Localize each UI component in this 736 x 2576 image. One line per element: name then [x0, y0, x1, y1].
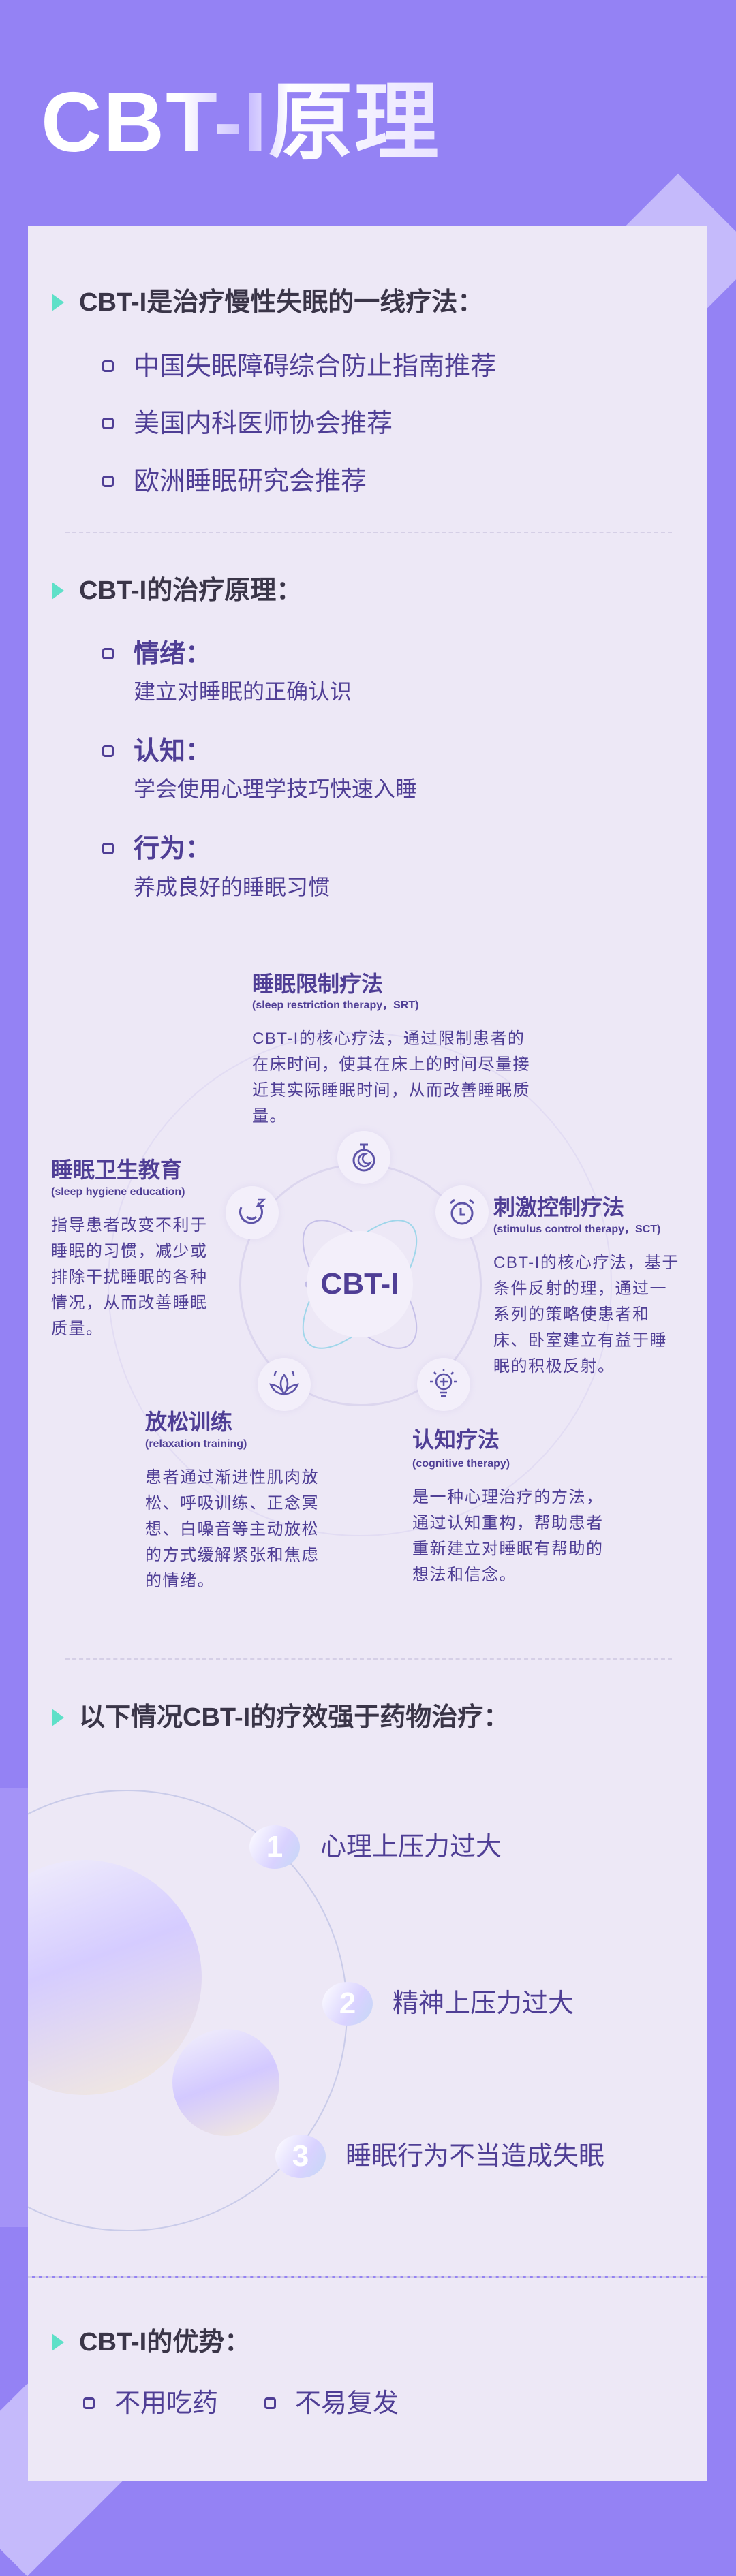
principle-desc: 学会使用心理学技巧快速入睡 [134, 777, 418, 801]
divider [65, 532, 672, 533]
main-card: CBT-I是治疗慢性失眠的一线疗法： 中国失眠障碍综合防止指南推荐 美国内科医师… [28, 226, 707, 2276]
list-item: 美国内科医师协会推荐 [134, 409, 393, 438]
page-title: CBT-I原理 [41, 76, 440, 170]
method-desc: 是一种心理治疗的方法，通过认知重构，帮助患者重新建立对睡眠有帮助的想法和信念。 [412, 1488, 604, 1584]
section1-heading: CBT-I是治疗慢性失眠的一线疗法： [79, 288, 484, 317]
method-title: 睡眠卫生教育 [51, 1158, 183, 1182]
number-badge: 1 [249, 1825, 300, 1869]
list-item: 中国失眠障碍综合防止指南推荐 [134, 352, 497, 381]
bullet-icon [264, 2397, 276, 2409]
bullet-icon [102, 476, 114, 487]
method-subtitle: (stimulus control therapy，SCT) [493, 1224, 661, 1235]
principle-label: 行为： [134, 835, 212, 863]
condition-text: 心理上压力过大 [320, 1833, 502, 1861]
divider [28, 2276, 707, 2278]
bullet-icon [102, 745, 114, 757]
principle-label: 认知： [134, 737, 212, 766]
condition-text: 睡眠行为不当造成失眠 [346, 2142, 605, 2171]
method-desc: CBT-I的核心疗法，通过限制患者的在床时间，使其在床上的时间尽量接近其实际睡眠… [252, 1029, 530, 1126]
method-title: 放松训练 [145, 1410, 233, 1434]
lotus-icon [258, 1358, 311, 1411]
center-circle: CBT-I [307, 1231, 413, 1337]
advantages-card: CBT-I的优势： 不用吃药 不易复发 [28, 2276, 707, 2481]
section4-heading: CBT-I的优势： [79, 2328, 251, 2357]
method-subtitle: (sleep restriction therapy，SRT) [252, 999, 419, 1011]
condition-text: 精神上压力过大 [393, 1989, 574, 2018]
section2-heading: CBT-I的治疗原理： [79, 576, 303, 605]
principle-desc: 养成良好的睡眠习惯 [134, 875, 331, 899]
method-title: 刺激控制疗法 [493, 1195, 625, 1220]
alarm-clock-icon [435, 1185, 489, 1239]
method-subtitle: (relaxation training) [145, 1438, 247, 1450]
method-desc: 指导患者改变不利于睡眠的习惯，减少或排除干扰睡眠的各种情况，从而改善睡眠质量。 [51, 1216, 208, 1338]
heading-marker-icon [52, 2333, 64, 2351]
list-item: 欧洲睡眠研究会推荐 [134, 467, 367, 496]
decor-sphere-small [172, 2029, 279, 2136]
center-label: CBT-I [320, 1267, 399, 1301]
heading-marker-icon [52, 582, 64, 600]
divider [65, 1658, 672, 1660]
method-title: 睡眠限制疗法 [252, 972, 384, 996]
lightbulb-icon [417, 1358, 470, 1411]
method-subtitle: (sleep hygiene education) [51, 1186, 185, 1198]
heading-marker-icon [52, 294, 64, 311]
bullet-icon [102, 418, 114, 429]
advantage-item: 不用吃药 [114, 2389, 219, 2418]
method-desc: CBT-I的核心疗法，基于条件反射的理，通过一系列的策略使患者和床、卧室建立有益… [493, 1254, 679, 1376]
principle-desc: 建立对睡眠的正确认识 [134, 679, 352, 704]
method-subtitle: (cognitive therapy) [412, 1458, 510, 1470]
bullet-icon [83, 2397, 95, 2409]
bullet-icon [102, 360, 114, 372]
decor-left-strip [0, 1788, 28, 2227]
number-badge: 3 [275, 2135, 326, 2178]
outer-ring [108, 1032, 612, 1536]
moon-timer-icon [337, 1131, 390, 1184]
heading-marker-icon [52, 1709, 64, 1726]
bullet-icon [102, 648, 114, 659]
bullet-icon [102, 843, 114, 854]
section3-heading: 以下情况CBT-I的疗效强于药物治疗： [79, 1703, 510, 1732]
principle-label: 情绪： [134, 640, 212, 668]
advantage-item: 不易复发 [295, 2389, 399, 2418]
method-title: 认知疗法 [412, 1427, 500, 1452]
sleep-z-icon [226, 1186, 279, 1239]
method-desc: 患者通过渐进性肌肉放松、呼吸训练、正念冥想、白噪音等主动放松的方式缓解紧张和焦虑… [145, 1468, 319, 1590]
number-badge: 2 [322, 1982, 373, 2026]
